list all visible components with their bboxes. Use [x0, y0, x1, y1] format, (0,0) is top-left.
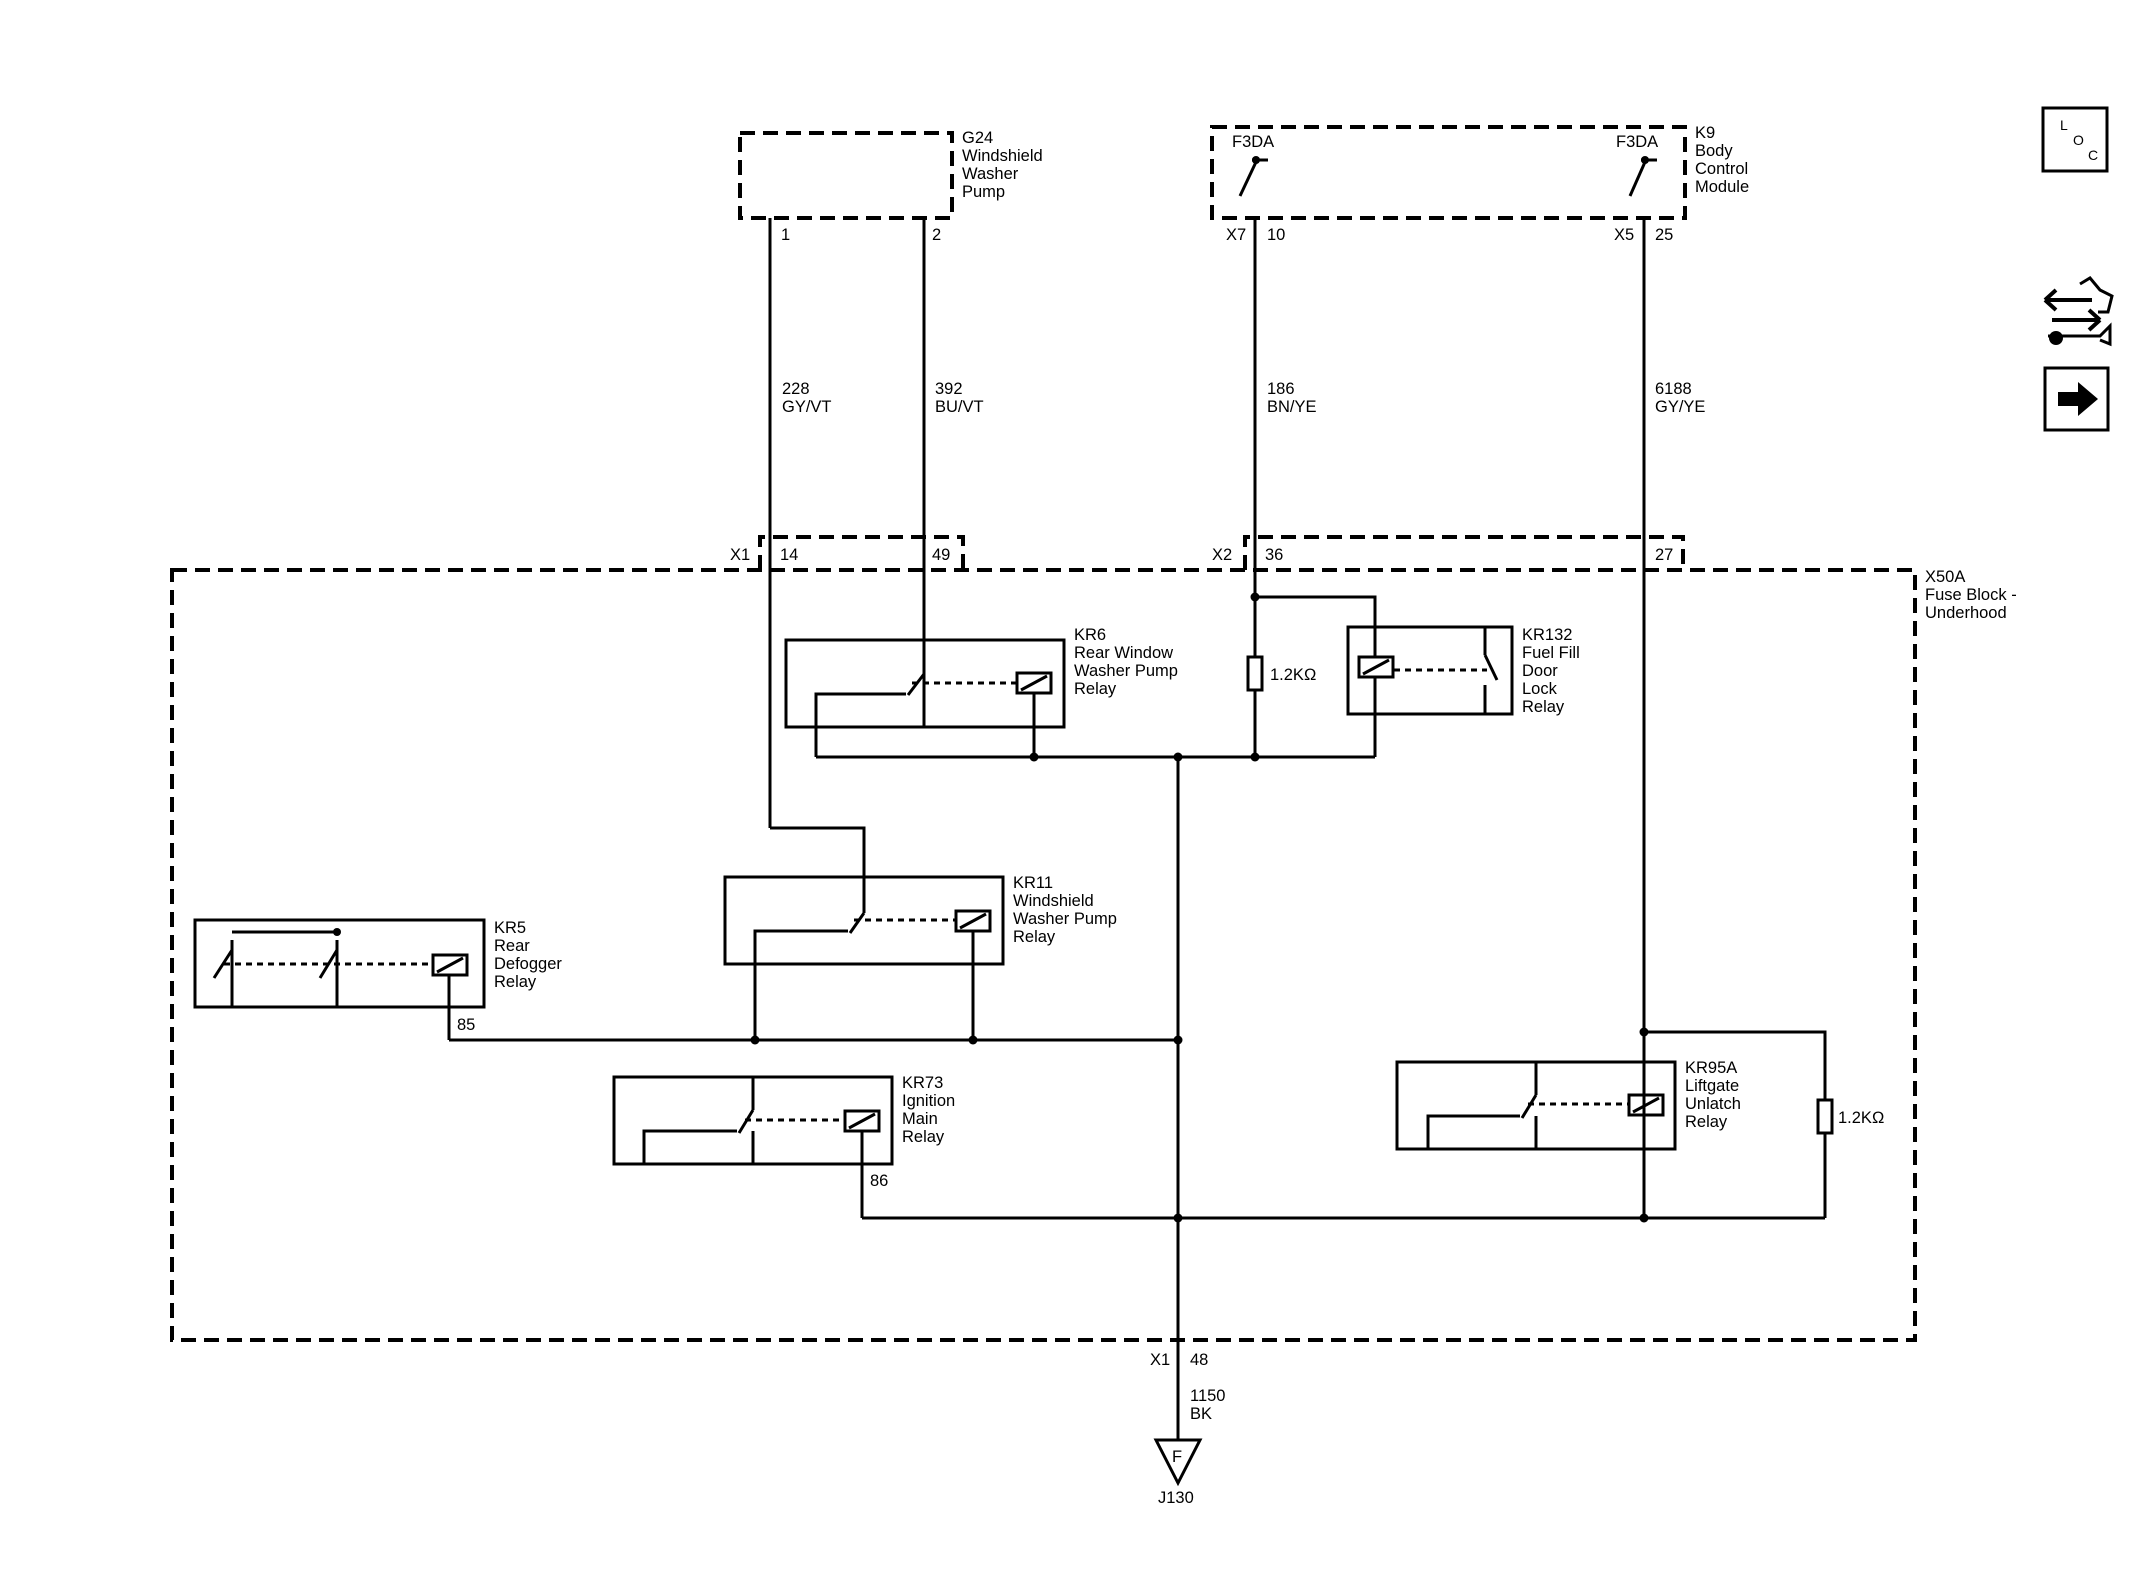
kr5-pin-85: 85 [457, 1016, 475, 1034]
x50a-label-1: X50A [1925, 568, 1965, 586]
loc-button[interactable]: L O C [2041, 106, 2109, 173]
kr73-label-1: KR73 [902, 1074, 943, 1092]
x50a-label-2: Fuse Block - [1925, 586, 2017, 604]
ground-j130: F J130 [1153, 1438, 1203, 1507]
connector-x1-pin-49: 49 [932, 546, 950, 564]
wire-228-color: GY/VT [782, 398, 832, 416]
kr11-label-1: KR11 [1013, 874, 1053, 892]
wire-1150-color: BK [1190, 1405, 1212, 1423]
kr132-label-3: Door [1522, 662, 1558, 680]
k9-connector-x5: X5 [1614, 226, 1634, 244]
kr95a-relay: KR95A Liftgate Unlatch Relay [1395, 1027, 1827, 1151]
connector-repair-icon[interactable] [2043, 276, 2114, 347]
kr73-label-2: Ignition [902, 1092, 955, 1110]
kr5-label-3: Defogger [494, 955, 562, 973]
connector-x2-pin-36: 36 [1265, 546, 1283, 564]
kr11-label-3: Washer Pump [1013, 910, 1117, 928]
next-button[interactable] [2043, 366, 2110, 432]
kr6-label-2: Rear Window [1074, 644, 1173, 662]
kr73-pin-86: 86 [870, 1172, 888, 1190]
kr132-label-1: KR132 [1522, 626, 1572, 644]
connector-x1-bottom-name: X1 [1150, 1351, 1170, 1369]
kr73-relay: KR73 Ignition Main Relay 86 [612, 1074, 955, 1218]
k9-fuse-label-right: F3DA [1616, 133, 1658, 151]
ground-letter: F [1172, 1448, 1182, 1466]
kr5-label-1: KR5 [494, 919, 526, 937]
wire-186-circuit: 186 [1267, 380, 1295, 398]
kr132-label-2: Fuel Fill [1522, 644, 1580, 662]
g24-label-1: G24 [962, 129, 993, 147]
loc-letter-o: O [2073, 132, 2084, 148]
resistor-2: 1.2KΩ [1816, 1098, 1884, 1218]
kr6-label-3: Washer Pump [1074, 662, 1178, 680]
k9-connector-x7: X7 [1226, 226, 1246, 244]
wire-6188-color: GY/YE [1655, 398, 1705, 416]
connector-x2-pin-27: 27 [1655, 546, 1673, 564]
kr95a-label-2: Liftgate [1685, 1077, 1739, 1095]
wire-392-color: BU/VT [935, 398, 984, 416]
kr73-label-3: Main [902, 1110, 938, 1128]
k9-fuse-label-left: F3DA [1232, 133, 1274, 151]
resistor-2-label: 1.2KΩ [1838, 1109, 1884, 1127]
connector-x1-pin-14: 14 [780, 546, 798, 564]
kr6-label-1: KR6 [1074, 626, 1106, 644]
wire-6188-circuit: 6188 [1655, 380, 1692, 398]
k9-pin-25: 25 [1655, 226, 1673, 244]
connector-x2-name: X2 [1212, 546, 1232, 564]
kr73-label-4: Relay [902, 1128, 945, 1146]
kr132-label-4: Lock [1522, 680, 1558, 698]
resistor-1-label: 1.2KΩ [1270, 666, 1316, 684]
loc-letter-c: C [2088, 147, 2098, 163]
connector-x1-name: X1 [730, 546, 750, 564]
kr11-relay: KR11 Windshield Washer Pump Relay [723, 874, 1117, 1038]
x50a-fuse-block: X50A Fuse Block - Underhood [170, 568, 2017, 1342]
g24-pin-1: 1 [781, 226, 790, 244]
resistor-1: 1.2KΩ [1246, 592, 1377, 692]
g24-label-4: Pump [962, 183, 1005, 201]
k9-label-2: Body [1695, 142, 1733, 160]
kr132-label-5: Relay [1522, 698, 1565, 716]
wire-392-circuit: 392 [935, 380, 963, 398]
k9-body-control-module: K9 Body Control Module F3DA F3DA X7 10 X… [1210, 124, 1749, 244]
wire-228-circuit: 228 [782, 380, 810, 398]
wire-1150-circuit: 1150 [1190, 1387, 1225, 1405]
kr11-label-4: Relay [1013, 928, 1056, 946]
connector-x1-bottom: X1 48 [1150, 1351, 1208, 1369]
connector-x1-bottom-pin-48: 48 [1190, 1351, 1208, 1369]
k9-label-1: K9 [1695, 124, 1715, 142]
kr95a-label-1: KR95A [1685, 1059, 1737, 1077]
g24-label-3: Washer [962, 165, 1019, 183]
wire-186-color: BN/YE [1267, 398, 1317, 416]
g24-label-2: Windshield [962, 147, 1043, 165]
connector-x2-top: X2 36 27 [1212, 535, 1685, 570]
k9-label-4: Module [1695, 178, 1749, 196]
ground-name: J130 [1158, 1489, 1194, 1507]
kr95a-label-3: Unlatch [1685, 1095, 1741, 1113]
kr6-label-4: Relay [1074, 680, 1117, 698]
kr11-label-2: Windshield [1013, 892, 1094, 910]
loc-letter-l: L [2060, 117, 2068, 133]
k9-pin-10: 10 [1267, 226, 1285, 244]
g24-pin-2: 2 [932, 226, 941, 244]
arrow-right-icon [2058, 382, 2098, 416]
kr132-relay: KR132 Fuel Fill Door Lock Relay [1346, 625, 1580, 757]
kr95a-label-4: Relay [1685, 1113, 1728, 1131]
k9-label-3: Control [1695, 160, 1748, 178]
kr6-relay: KR6 Rear Window Washer Pump Relay [784, 626, 1178, 757]
kr5-relay: KR5 Rear Defogger Relay 85 [193, 918, 562, 1040]
g24-windshield-washer-pump: G24 Windshield Washer Pump 1 2 [738, 129, 1043, 244]
kr5-label-2: Rear [494, 937, 530, 955]
kr5-label-4: Relay [494, 973, 537, 991]
connector-x1-top: X1 14 49 [730, 535, 965, 570]
x50a-label-3: Underhood [1925, 604, 2007, 622]
